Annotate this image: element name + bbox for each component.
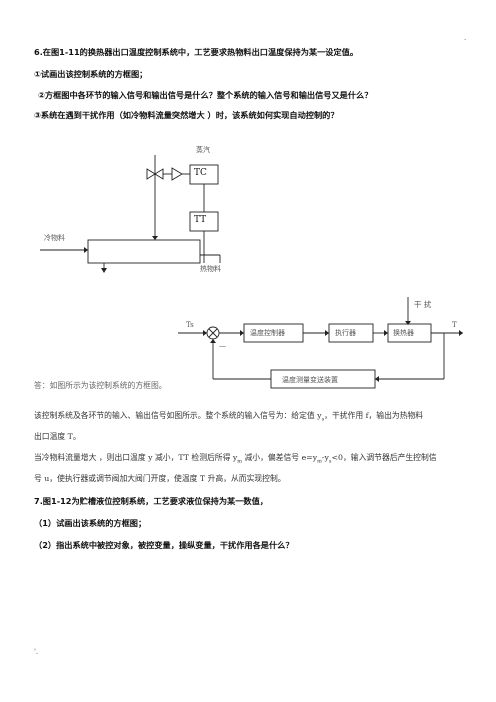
q6-item-2: ②方框图中各环节的输入信号和输出信号是什么？整个系统的输入信号和输出信号又是什么…	[38, 90, 373, 100]
q7-item-2: （2）指出系统中被控对象，被控变量，操纵变量，干扰作用各是什么？	[34, 540, 294, 550]
corner-mark-top: .	[464, 34, 467, 42]
answer-paragraph-2-line-1: 当冷物料流量增大 ，则出口温度 y 减小，TT 检测后所得 ym 减小，偏差信号…	[34, 453, 437, 465]
answer-paragraph-2-line-2: 号 u，使执行器或调节阀加大阀门开度，使温度 T 升高，从而实现控制。	[34, 474, 286, 483]
q6-item-1: ①试画出该控制系统的方框图；	[34, 69, 148, 79]
answer-paragraph-1-line-1: 该控制系统及各环节的输入、输出信号如图所示。整个系统的输入信号为：给定值 ys，…	[34, 411, 424, 423]
t-label: T	[452, 321, 457, 329]
disturbance-label: 干 扰	[414, 300, 432, 309]
actuator-label: 执行器	[335, 329, 356, 337]
q7-item-1: （1）试画出该系统的方框图；	[34, 518, 147, 528]
answer-paragraph-1-line-2: 出口温度 T。	[34, 432, 81, 441]
minus-sign: —	[219, 342, 226, 350]
q6-title: 6.在图1-11的换热器出口温度控制系统中，工艺要求热物料出口温度保持为某一设定…	[34, 47, 359, 57]
q7-title: 7.图1-12为贮槽液位控制系统，工艺要求液位保持为某一数值，	[34, 496, 268, 506]
control-valve-icon	[146, 168, 164, 180]
tt-label: TT	[194, 215, 207, 225]
q6-item-3: ③系统在遇到干扰作用（如冷物料流量突然增大 ）时，该系统如何实现自动控制的？	[34, 110, 339, 120]
steam-label: 蒸汽	[196, 146, 210, 154]
heat-exchanger-vessel	[87, 239, 201, 264]
corner-mark-bottom: '.	[34, 648, 39, 656]
control-block-diagram	[178, 297, 463, 389]
transmitter-label: 温度测量变送装置	[282, 376, 338, 384]
exchanger-label: 换热器	[393, 329, 414, 337]
tc-label: TC	[194, 168, 207, 178]
ts-label: Ts	[186, 321, 194, 329]
cold-material-label: 冷物料	[44, 234, 65, 242]
answer-note: 答：如图所示为该控制系统的方框图。	[34, 381, 167, 390]
hot-material-label: 热物料	[200, 265, 221, 273]
controller-label: 温度控制器	[250, 329, 285, 337]
heat-exchanger-process-diagram	[40, 155, 221, 273]
